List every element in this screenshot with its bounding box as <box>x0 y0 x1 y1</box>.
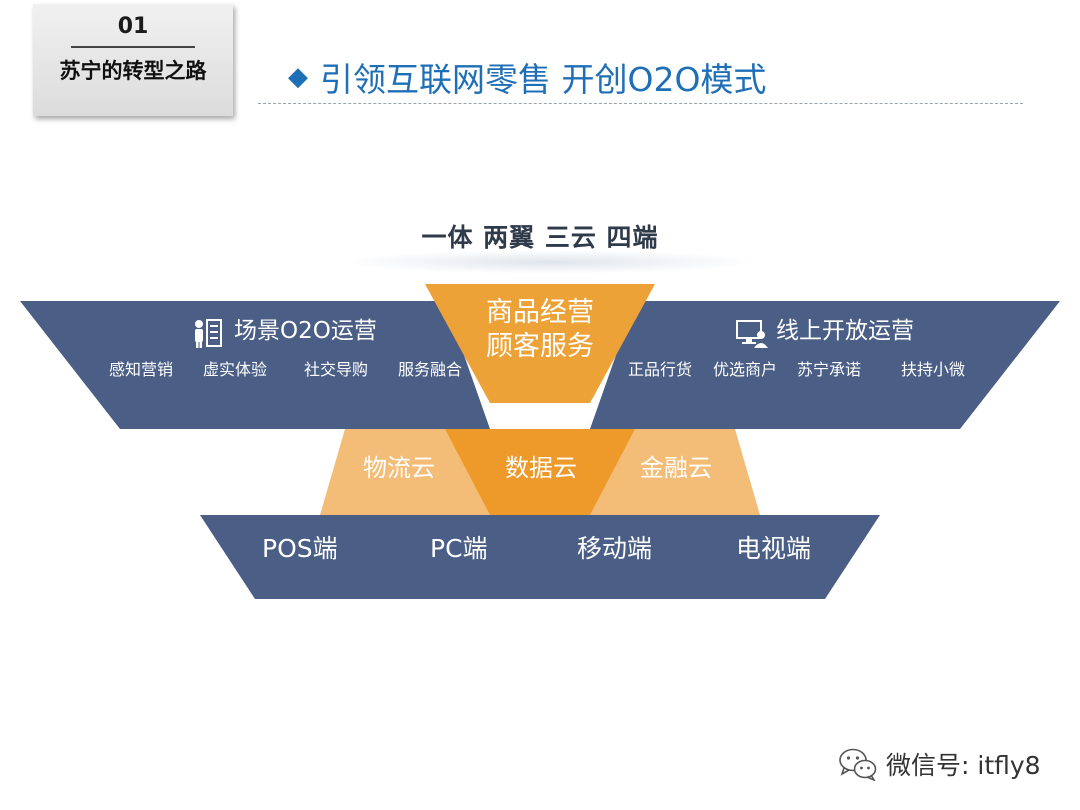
left-wing-shape <box>20 301 490 429</box>
watermark-text: 微信号: itfly8 <box>886 751 1041 780</box>
wechat-icon <box>839 748 877 781</box>
center-top-line2: 顾客服务 <box>486 331 594 362</box>
data-cloud-shape <box>445 429 635 515</box>
presenter-board-icon <box>195 319 222 348</box>
section-title: 苏宁的转型之路 <box>59 59 207 83</box>
section-divider <box>71 46 195 48</box>
cloud-logistics: 物流云 <box>363 454 435 482</box>
cloud-data: 数据云 <box>505 454 577 482</box>
left-item-4: 服务融合 <box>398 360 463 379</box>
terminal-mobile: 移动端 <box>577 534 653 563</box>
terminal-pos: POS端 <box>262 534 338 563</box>
left-item-3: 社交导购 <box>304 360 369 379</box>
headline-divider <box>258 103 1023 104</box>
center-top-shape <box>425 284 655 403</box>
right-item-1: 正品行货 <box>628 360 693 379</box>
right-item-4: 扶持小微 <box>901 360 966 379</box>
watermark: 微信号: itfly8 <box>838 746 1041 782</box>
right-wing-shape <box>590 301 1060 429</box>
title-shadow <box>340 250 760 274</box>
terminal-tv: 电视端 <box>736 534 812 563</box>
terminal-band-shape <box>200 515 880 599</box>
diagram-title: 一体 两翼 三云 四端 <box>421 223 659 252</box>
section-badge: 01 苏宁的转型之路 <box>33 4 233 116</box>
right-item-2: 优选商户 <box>713 360 778 379</box>
diamond-bullet-icon: ◆ <box>288 62 308 92</box>
right-wing-title: 线上开放运营 <box>776 318 914 344</box>
left-item-1: 感知营销 <box>109 360 174 379</box>
headline-text: 引领互联网零售 开创O2O模式 <box>320 60 767 99</box>
cloud-finance: 金融云 <box>640 454 712 482</box>
section-number: 01 <box>117 14 149 39</box>
left-item-2: 虚实体验 <box>203 360 268 379</box>
right-item-3: 苏宁承诺 <box>797 360 862 379</box>
center-top-line1: 商品经营 <box>486 297 594 328</box>
terminal-pc: PC端 <box>430 534 488 563</box>
center-top-label: 商品经营 顾客服务 <box>465 296 615 364</box>
page-headline: ◆ 引领互联网零售 开创O2O模式 <box>288 53 766 101</box>
monitor-user-icon <box>736 320 768 348</box>
left-wing-title: 场景O2O运营 <box>234 318 377 344</box>
